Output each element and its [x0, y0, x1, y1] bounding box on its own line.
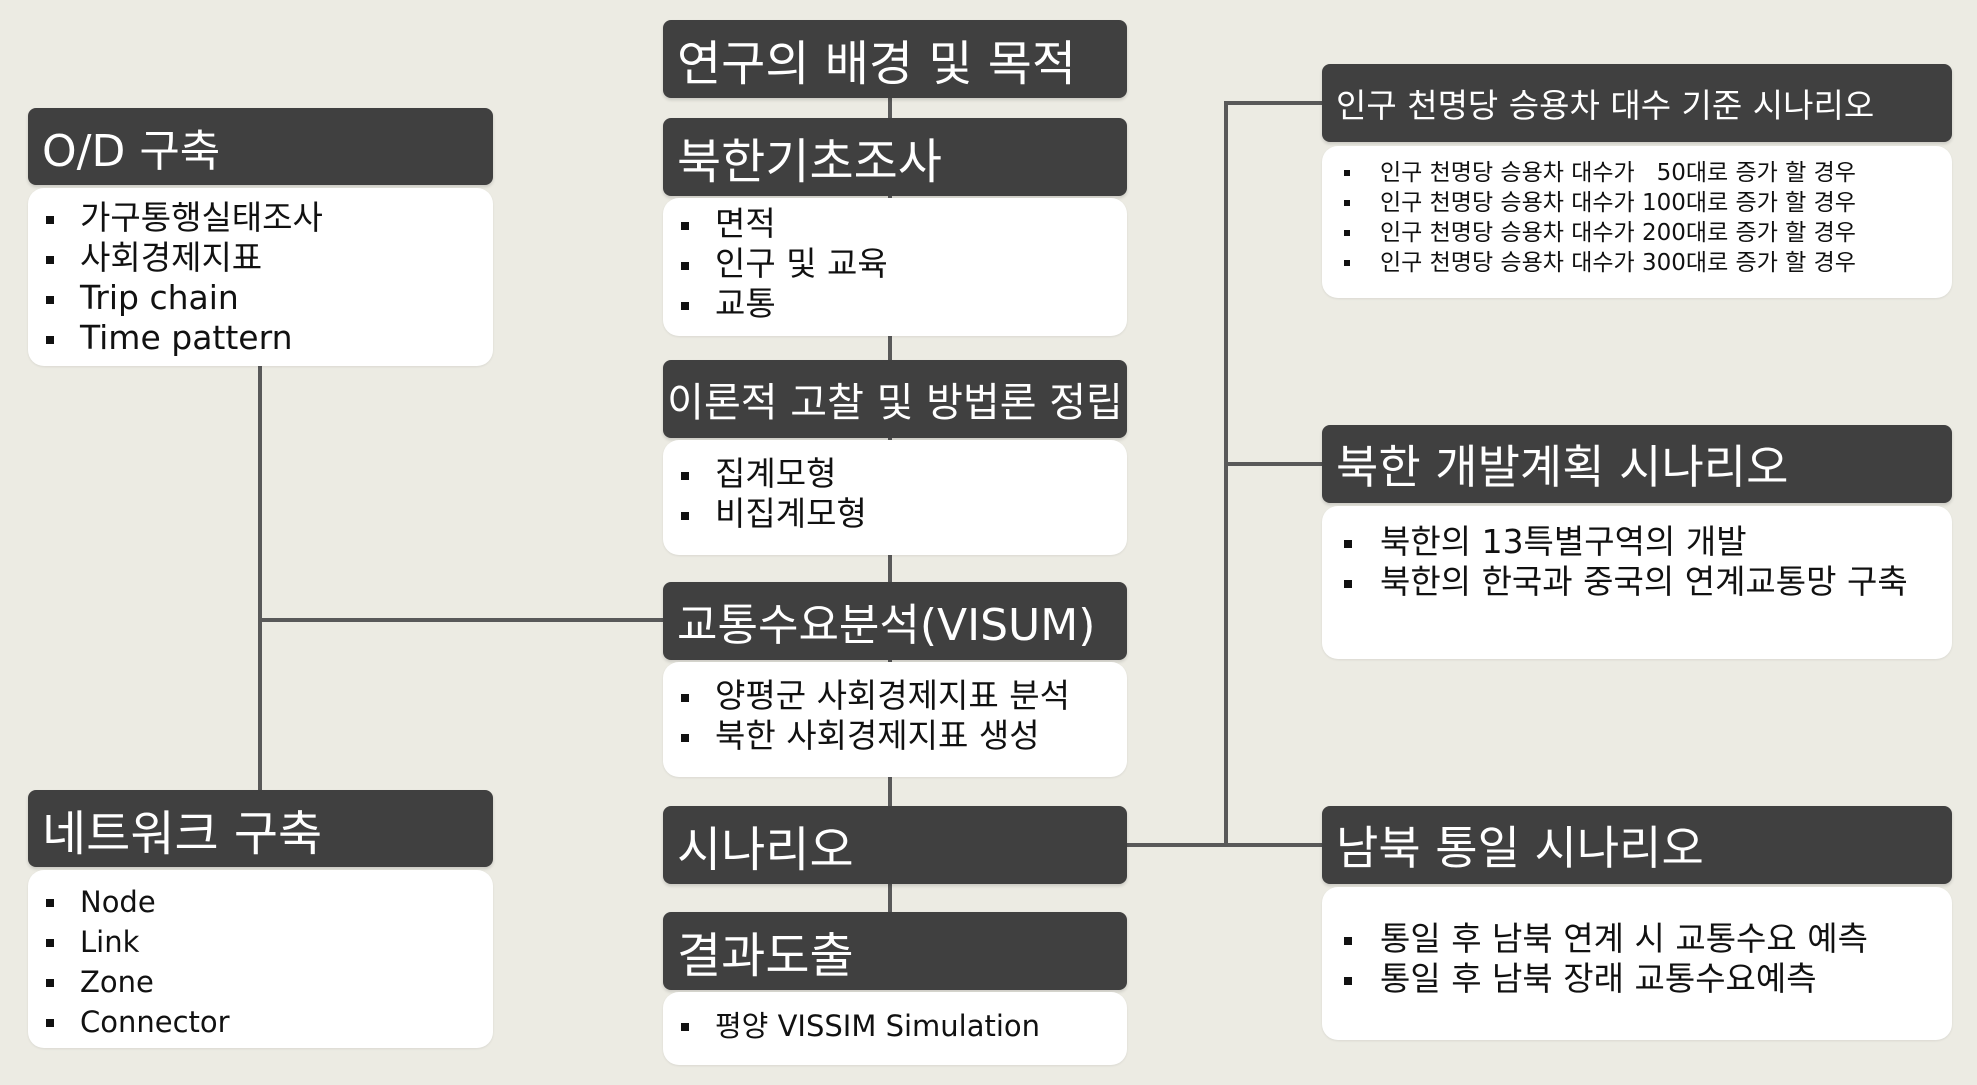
- result-title: 결과도출: [677, 928, 854, 984]
- unification-scenario-box: 통일 후 남북 연계 시 교통수요 예측 통일 후 남북 장래 교통수요예측: [1322, 887, 1952, 1040]
- list-item: 통일 후 남북 장래 교통수요예측: [1322, 959, 1952, 999]
- result-box: 평양 VISSIM Simulation: [663, 992, 1127, 1065]
- list-item: 가구통행실태조사: [28, 198, 493, 238]
- list-item: 인구 및 교육: [663, 244, 1127, 284]
- list-item: 비집계모형: [663, 494, 1127, 534]
- theory-method-header: 이론적 고찰 및 방법론 정립: [663, 360, 1127, 438]
- car-ownership-scenario-title: 인구 천명당 승용차 대수 기준 시나리오: [1336, 86, 1875, 125]
- list-item: 인구 천명당 승용차 대수가 200대로 증가 할 경우: [1322, 218, 1952, 248]
- list-item: 양평군 사회경제지표 분석: [663, 676, 1127, 716]
- od-construction-box: 가구통행실태조사 사회경제지표 Trip chain Time pattern: [28, 188, 493, 366]
- nk-survey-header: 북한기초조사: [663, 118, 1127, 196]
- list-item: 평양 VISSIM Simulation: [663, 1006, 1127, 1046]
- list-item: 교통: [663, 284, 1127, 324]
- unification-scenario-list: 통일 후 남북 연계 시 교통수요 예측 통일 후 남북 장래 교통수요예측: [1322, 919, 1952, 999]
- research-background-header: 연구의 배경 및 목적: [663, 20, 1127, 98]
- list-item: 면적: [663, 204, 1127, 244]
- car-ownership-scenario-box: 인구 천명당 승용차 대수가 50대로 증가 할 경우 인구 천명당 승용차 대…: [1322, 146, 1952, 298]
- nk-survey-box: 면적 인구 및 교육 교통: [663, 198, 1127, 336]
- demand-analysis-header: 교통수요분석(VISUM): [663, 582, 1127, 660]
- list-item: Trip chain: [28, 278, 493, 318]
- list-item: 북한의 13특별구역의 개발: [1322, 522, 1922, 562]
- demand-analysis-title: 교통수요분석(VISUM): [677, 600, 1096, 651]
- demand-analysis-box: 양평군 사회경제지표 분석 북한 사회경제지표 생성: [663, 662, 1127, 777]
- result-header: 결과도출: [663, 912, 1127, 990]
- theory-method-box: 집계모형 비집계모형: [663, 440, 1127, 555]
- network-construction-list: Node Link Zone Connector: [28, 882, 493, 1042]
- nk-survey-list: 면적 인구 및 교육 교통: [663, 204, 1127, 324]
- list-item: Connector: [28, 1002, 493, 1042]
- od-construction-list: 가구통행실태조사 사회경제지표 Trip chain Time pattern: [28, 198, 493, 358]
- network-construction-title: 네트워크 구축: [42, 805, 323, 862]
- theory-method-list: 집계모형 비집계모형: [663, 454, 1127, 534]
- list-item: Node: [28, 882, 493, 922]
- od-construction-header: O/D 구축: [28, 108, 493, 185]
- scenario-title: 시나리오: [677, 822, 854, 878]
- od-construction-title: O/D 구축: [42, 125, 221, 177]
- list-item: Zone: [28, 962, 493, 1002]
- scenario-header: 시나리오: [663, 806, 1127, 884]
- car-ownership-scenario-list: 인구 천명당 승용차 대수가 50대로 증가 할 경우 인구 천명당 승용차 대…: [1322, 158, 1952, 278]
- list-item: 사회경제지표: [28, 238, 493, 278]
- unification-scenario-header: 남북 통일 시나리오: [1322, 806, 1952, 884]
- unification-scenario-title: 남북 통일 시나리오: [1336, 821, 1704, 875]
- list-item: 인구 천명당 승용차 대수가 100대로 증가 할 경우: [1322, 188, 1952, 218]
- list-item: 북한의 한국과 중국의 연계교통망 구축: [1322, 562, 1922, 602]
- result-list: 평양 VISSIM Simulation: [663, 1006, 1127, 1046]
- list-item: 집계모형: [663, 454, 1127, 494]
- network-construction-box: Node Link Zone Connector: [28, 870, 493, 1048]
- theory-method-title: 이론적 고찰 및 방법론 정립: [667, 380, 1123, 426]
- list-item: Time pattern: [28, 318, 493, 358]
- list-item: Link: [28, 922, 493, 962]
- list-item: 인구 천명당 승용차 대수가 300대로 증가 할 경우: [1322, 248, 1952, 278]
- research-background-title: 연구의 배경 및 목적: [677, 36, 1077, 92]
- demand-analysis-list: 양평군 사회경제지표 분석 북한 사회경제지표 생성: [663, 676, 1127, 756]
- network-construction-header: 네트워크 구축: [28, 790, 493, 867]
- nk-development-scenario-list: 북한의 13특별구역의 개발 북한의 한국과 중국의 연계교통망 구축: [1322, 522, 1922, 602]
- car-ownership-scenario-header: 인구 천명당 승용차 대수 기준 시나리오: [1322, 64, 1952, 142]
- list-item: 북한 사회경제지표 생성: [663, 716, 1127, 756]
- list-item: 통일 후 남북 연계 시 교통수요 예측: [1322, 919, 1952, 959]
- list-item: 인구 천명당 승용차 대수가 50대로 증가 할 경우: [1322, 158, 1952, 188]
- nk-development-scenario-header: 북한 개발계획 시나리오: [1322, 425, 1952, 503]
- nk-development-scenario-box: 북한의 13특별구역의 개발 북한의 한국과 중국의 연계교통망 구축: [1322, 506, 1952, 659]
- nk-development-scenario-title: 북한 개발계획 시나리오: [1336, 440, 1789, 494]
- nk-survey-title: 북한기초조사: [677, 134, 942, 190]
